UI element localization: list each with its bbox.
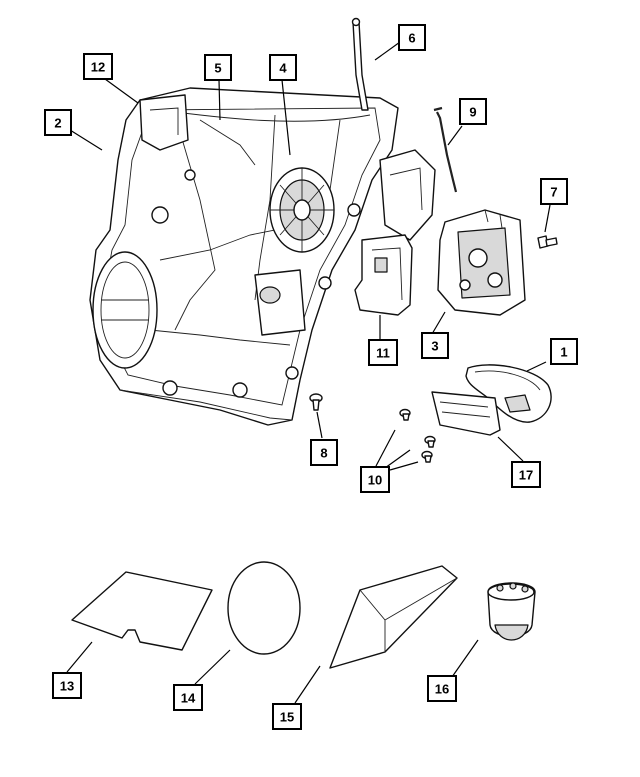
callout-7-label: 7 <box>550 185 557 200</box>
callout-15-label: 15 <box>280 710 294 725</box>
screws-10 <box>399 408 436 463</box>
speaker-opening <box>92 251 158 369</box>
callout-9-label: 9 <box>469 105 476 120</box>
callout-6: 6 <box>398 24 426 51</box>
callout-15: 15 <box>272 703 302 730</box>
callout-9: 9 <box>459 98 487 125</box>
callout-6-label: 6 <box>408 31 415 46</box>
latch-shield <box>379 149 436 241</box>
door-handle-1 <box>465 364 552 423</box>
callout-17: 17 <box>511 461 541 488</box>
callout-14-label: 14 <box>181 691 196 706</box>
callout-3-label: 3 <box>431 339 438 354</box>
callout-5-label: 5 <box>214 61 221 76</box>
callout-12: 12 <box>83 53 113 80</box>
bumper-16 <box>487 582 536 641</box>
link-rod-9 <box>433 106 458 193</box>
callout-7: 7 <box>540 178 568 205</box>
screw-8 <box>309 393 323 411</box>
door-module-carrier <box>89 87 399 426</box>
latch-bracket-11 <box>354 234 413 316</box>
callout-12-label: 12 <box>91 60 105 75</box>
wedge-15 <box>329 565 458 669</box>
callout-13: 13 <box>52 672 82 699</box>
callout-14: 14 <box>173 684 203 711</box>
callout-4: 4 <box>269 54 297 81</box>
callout-13-label: 13 <box>60 679 74 694</box>
door-latch-3 <box>437 209 526 316</box>
handle-bezel-17 <box>431 391 501 436</box>
screw-7 <box>537 235 558 249</box>
callout-16: 16 <box>427 675 457 702</box>
door-rod-6 <box>351 17 369 111</box>
callout-1-label: 1 <box>560 345 567 360</box>
callout-16-label: 16 <box>435 682 449 697</box>
callout-4-label: 4 <box>279 61 287 76</box>
callout-17-label: 17 <box>519 468 533 483</box>
leader-lines <box>66 41 551 704</box>
callout-11: 11 <box>368 339 398 366</box>
callout-2: 2 <box>44 109 72 136</box>
callout-2-label: 2 <box>54 116 61 131</box>
callout-10: 10 <box>360 466 390 493</box>
callout-10-label: 10 <box>368 473 382 488</box>
callout-5: 5 <box>204 54 232 81</box>
callout-1: 1 <box>550 338 578 365</box>
callout-3: 3 <box>421 332 449 359</box>
pad-13 <box>71 571 213 651</box>
callout-8: 8 <box>310 439 338 466</box>
regulator-hub <box>269 167 335 253</box>
disc-14 <box>227 561 301 655</box>
callout-8-label: 8 <box>320 446 327 461</box>
callout-11-label: 11 <box>376 346 390 361</box>
upper-bracket <box>139 94 189 151</box>
